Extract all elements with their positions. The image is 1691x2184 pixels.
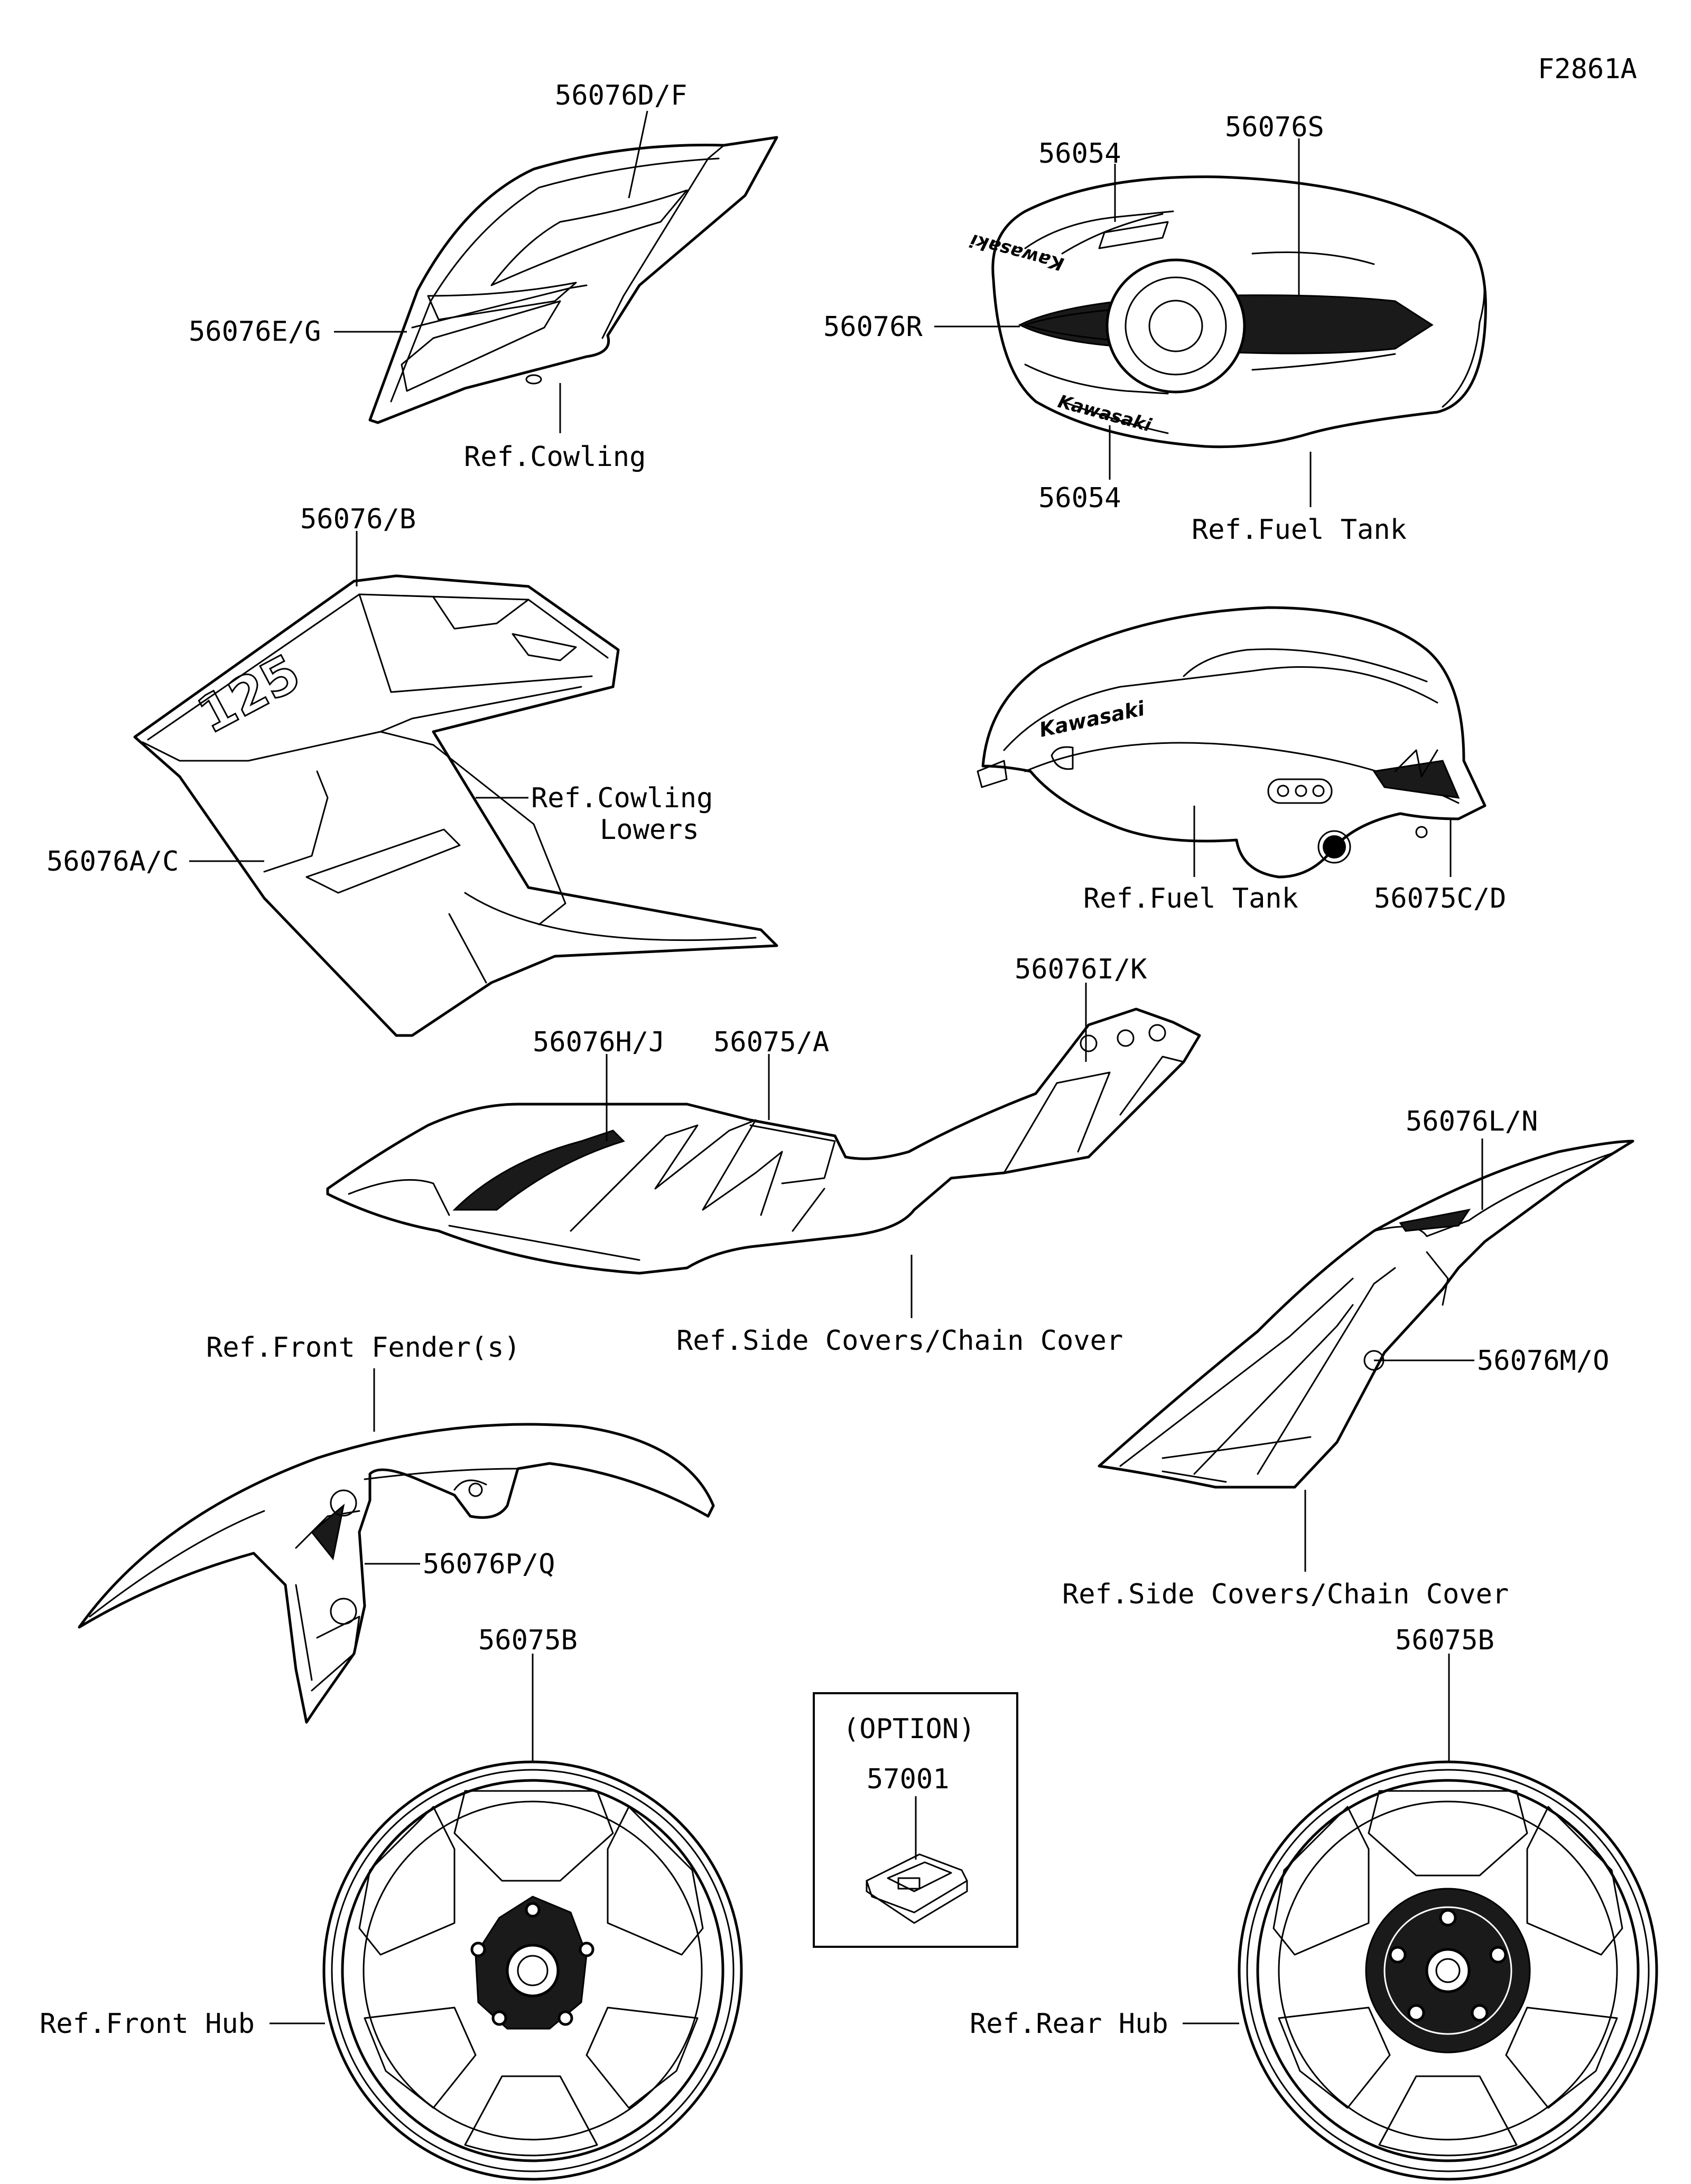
rear-side-cover-drawing xyxy=(1098,1140,1634,1489)
label-ref-fuel-tank-side: Ref.Fuel Tank xyxy=(1083,883,1298,914)
label-56076S: 56076S xyxy=(1225,111,1324,143)
label-56075A: 56075/A xyxy=(713,1026,829,1058)
part-57001-drawing xyxy=(866,1853,968,1924)
label-56075CD: 56075C/D xyxy=(1374,883,1506,914)
label-ref-side-covers-mid: Ref.Side Covers/Chain Cover xyxy=(676,1325,1123,1357)
side-cover-drawing xyxy=(326,1007,1201,1275)
figure-code: F2861A xyxy=(1538,53,1637,85)
label-56076B: 56076/B xyxy=(300,503,416,535)
fuel-tank-side-drawing xyxy=(977,606,1486,879)
label-56076MO: 56076M/O xyxy=(1477,1345,1609,1377)
rear-wheel-drawing xyxy=(1238,1760,1658,2181)
lower-cowling-drawing xyxy=(133,574,778,1037)
label-ref-cowling-lowers-1: Ref.Cowling xyxy=(531,782,713,814)
label-56076IK: 56076I/K xyxy=(1015,954,1147,985)
label-ref-rear-hub: Ref.Rear Hub xyxy=(970,2008,1168,2040)
option-box xyxy=(813,1692,1018,1948)
label-ref-cowling: Ref.Cowling xyxy=(464,441,646,473)
fuel-tank-top-drawing xyxy=(991,175,1487,449)
tank-side-logo: Kawasaki xyxy=(1037,696,1147,741)
label-56075B-left: 56075B xyxy=(478,1625,578,1656)
label-56075B-right: 56075B xyxy=(1395,1625,1494,1656)
front-fender-drawing xyxy=(78,1423,715,1724)
label-option: (OPTION) xyxy=(843,1713,975,1745)
label-56076HJ: 56076H/J xyxy=(533,1026,665,1058)
label-ref-side-covers-right: Ref.Side Covers/Chain Cover xyxy=(1062,1579,1509,1610)
front-wheel-drawing xyxy=(322,1760,743,2181)
label-56076PQ: 56076P/Q xyxy=(423,1548,555,1580)
tank-top-logo-1: Kawasaki xyxy=(968,229,1066,275)
label-56076AC: 56076A/C xyxy=(47,846,179,878)
label-ref-cowling-lowers-2: Lowers xyxy=(600,814,699,846)
label-56076EG: 56076E/G xyxy=(189,316,321,348)
cowl-model-decal: 125 xyxy=(188,643,310,745)
label-ref-front-hub: Ref.Front Hub xyxy=(40,2008,255,2040)
label-56054-bottom: 56054 xyxy=(1038,482,1121,514)
label-56076LN: 56076L/N xyxy=(1406,1106,1538,1137)
label-56076DF: 56076D/F xyxy=(555,80,687,111)
label-57001: 57001 xyxy=(867,1763,950,1795)
label-ref-front-fender: Ref.Front Fender(s) xyxy=(206,1332,521,1364)
label-56054-top: 56054 xyxy=(1038,138,1121,170)
label-ref-fuel-tank-top: Ref.Fuel Tank xyxy=(1192,514,1407,546)
upper-cowling-drawing xyxy=(368,136,778,424)
label-56076R: 56076R xyxy=(823,311,923,343)
